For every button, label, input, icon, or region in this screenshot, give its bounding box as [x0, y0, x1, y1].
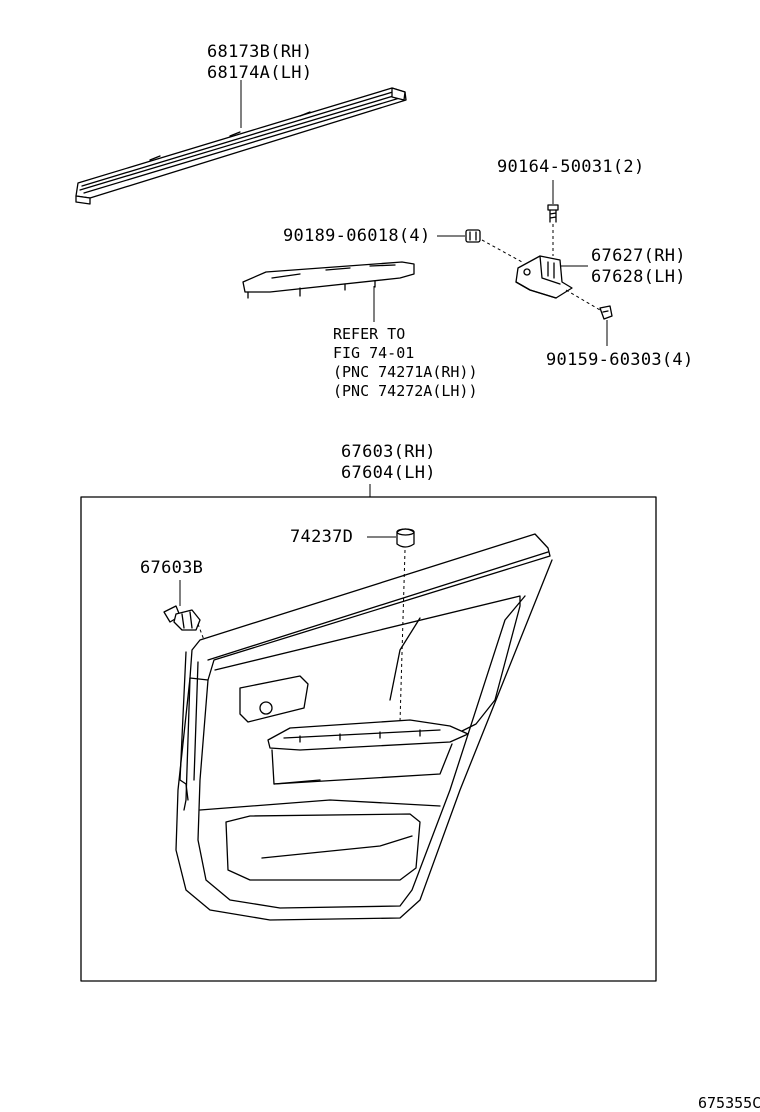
clip-nut-label: 90189-06018(4) — [283, 226, 431, 246]
clip-dash — [197, 623, 205, 641]
screw-upper-label: 90164-50031(2) — [497, 157, 645, 177]
cap-dash — [399, 549, 406, 723]
trim-board-label-lh: 67604(LH) — [341, 463, 436, 483]
clip-label: 67603B — [140, 558, 203, 578]
belt-moulding-part — [75, 87, 407, 205]
bracket-part — [515, 255, 573, 299]
trim-board-frame — [80, 496, 657, 982]
refer-line-2: FIG 74-01 — [333, 344, 414, 362]
clip-part — [163, 605, 201, 631]
clip-nut-dash — [481, 239, 523, 263]
bracket-label-rh: 67627(RH) — [591, 246, 686, 266]
clip-nut-part — [465, 229, 481, 243]
figure-id: 675355C — [698, 1094, 760, 1112]
screw-upper-part — [547, 204, 559, 223]
belt-moulding-label-lh: 68174A(LH) — [207, 63, 312, 83]
bracket-label-lh: 67628(LH) — [591, 267, 686, 287]
trim-board-part — [175, 533, 553, 921]
screw-lower-part — [599, 305, 613, 320]
belt-moulding-label-rh: 68173B(RH) — [207, 42, 312, 62]
screw-lower-dash — [565, 289, 601, 311]
trim-board-label-rh: 67603(RH) — [341, 442, 436, 462]
switch-base-part — [242, 261, 415, 299]
cap-part — [396, 528, 415, 548]
refer-line-1: REFER TO — [333, 325, 405, 343]
refer-line-4: (PNC 74272A(LH)) — [333, 382, 478, 400]
refer-line-3: (PNC 74271A(RH)) — [333, 363, 478, 381]
cap-label: 74237D — [290, 527, 353, 547]
screw-lower-label: 90159-60303(4) — [546, 350, 694, 370]
